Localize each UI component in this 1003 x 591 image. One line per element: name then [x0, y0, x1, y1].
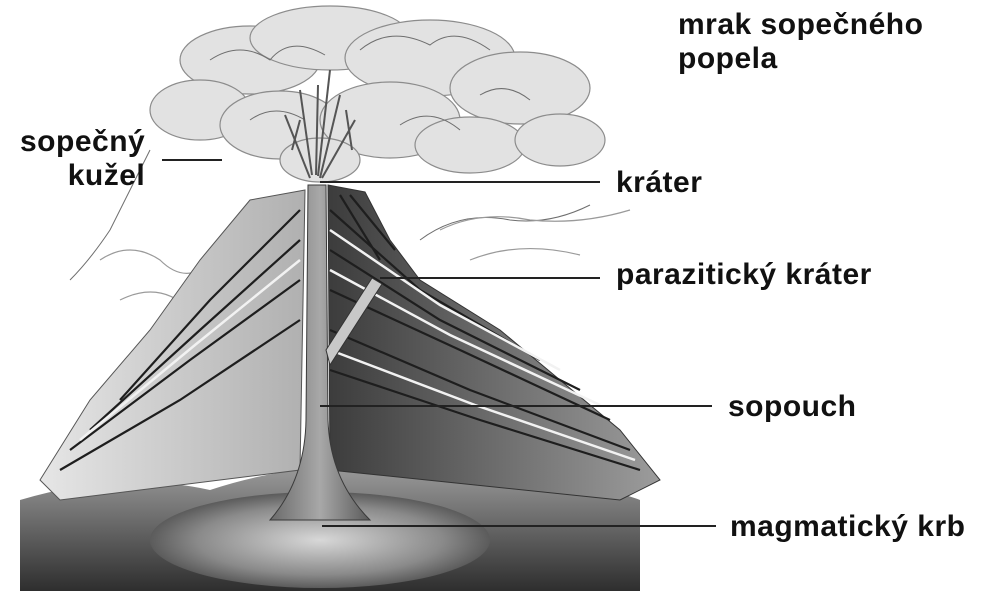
label-volcanic-cone-line2: kužel	[20, 159, 145, 193]
label-crater: kráter	[616, 166, 702, 200]
label-parasitic-crater: parazitický kráter	[616, 258, 872, 292]
label-magma-chamber: magmatický krb	[730, 510, 965, 544]
ash-cloud	[150, 6, 605, 182]
label-ash-cloud-line2: popela	[678, 42, 923, 76]
label-volcanic-cone-line1: sopečný	[20, 125, 145, 159]
label-ash-cloud-line1: mrak sopečného	[678, 8, 923, 42]
label-conduit: sopouch	[728, 390, 857, 424]
cone-left-slope	[40, 190, 305, 500]
label-ash-cloud: mrak sopečného popela	[678, 8, 923, 76]
label-volcanic-cone: sopečný kužel	[20, 125, 145, 193]
